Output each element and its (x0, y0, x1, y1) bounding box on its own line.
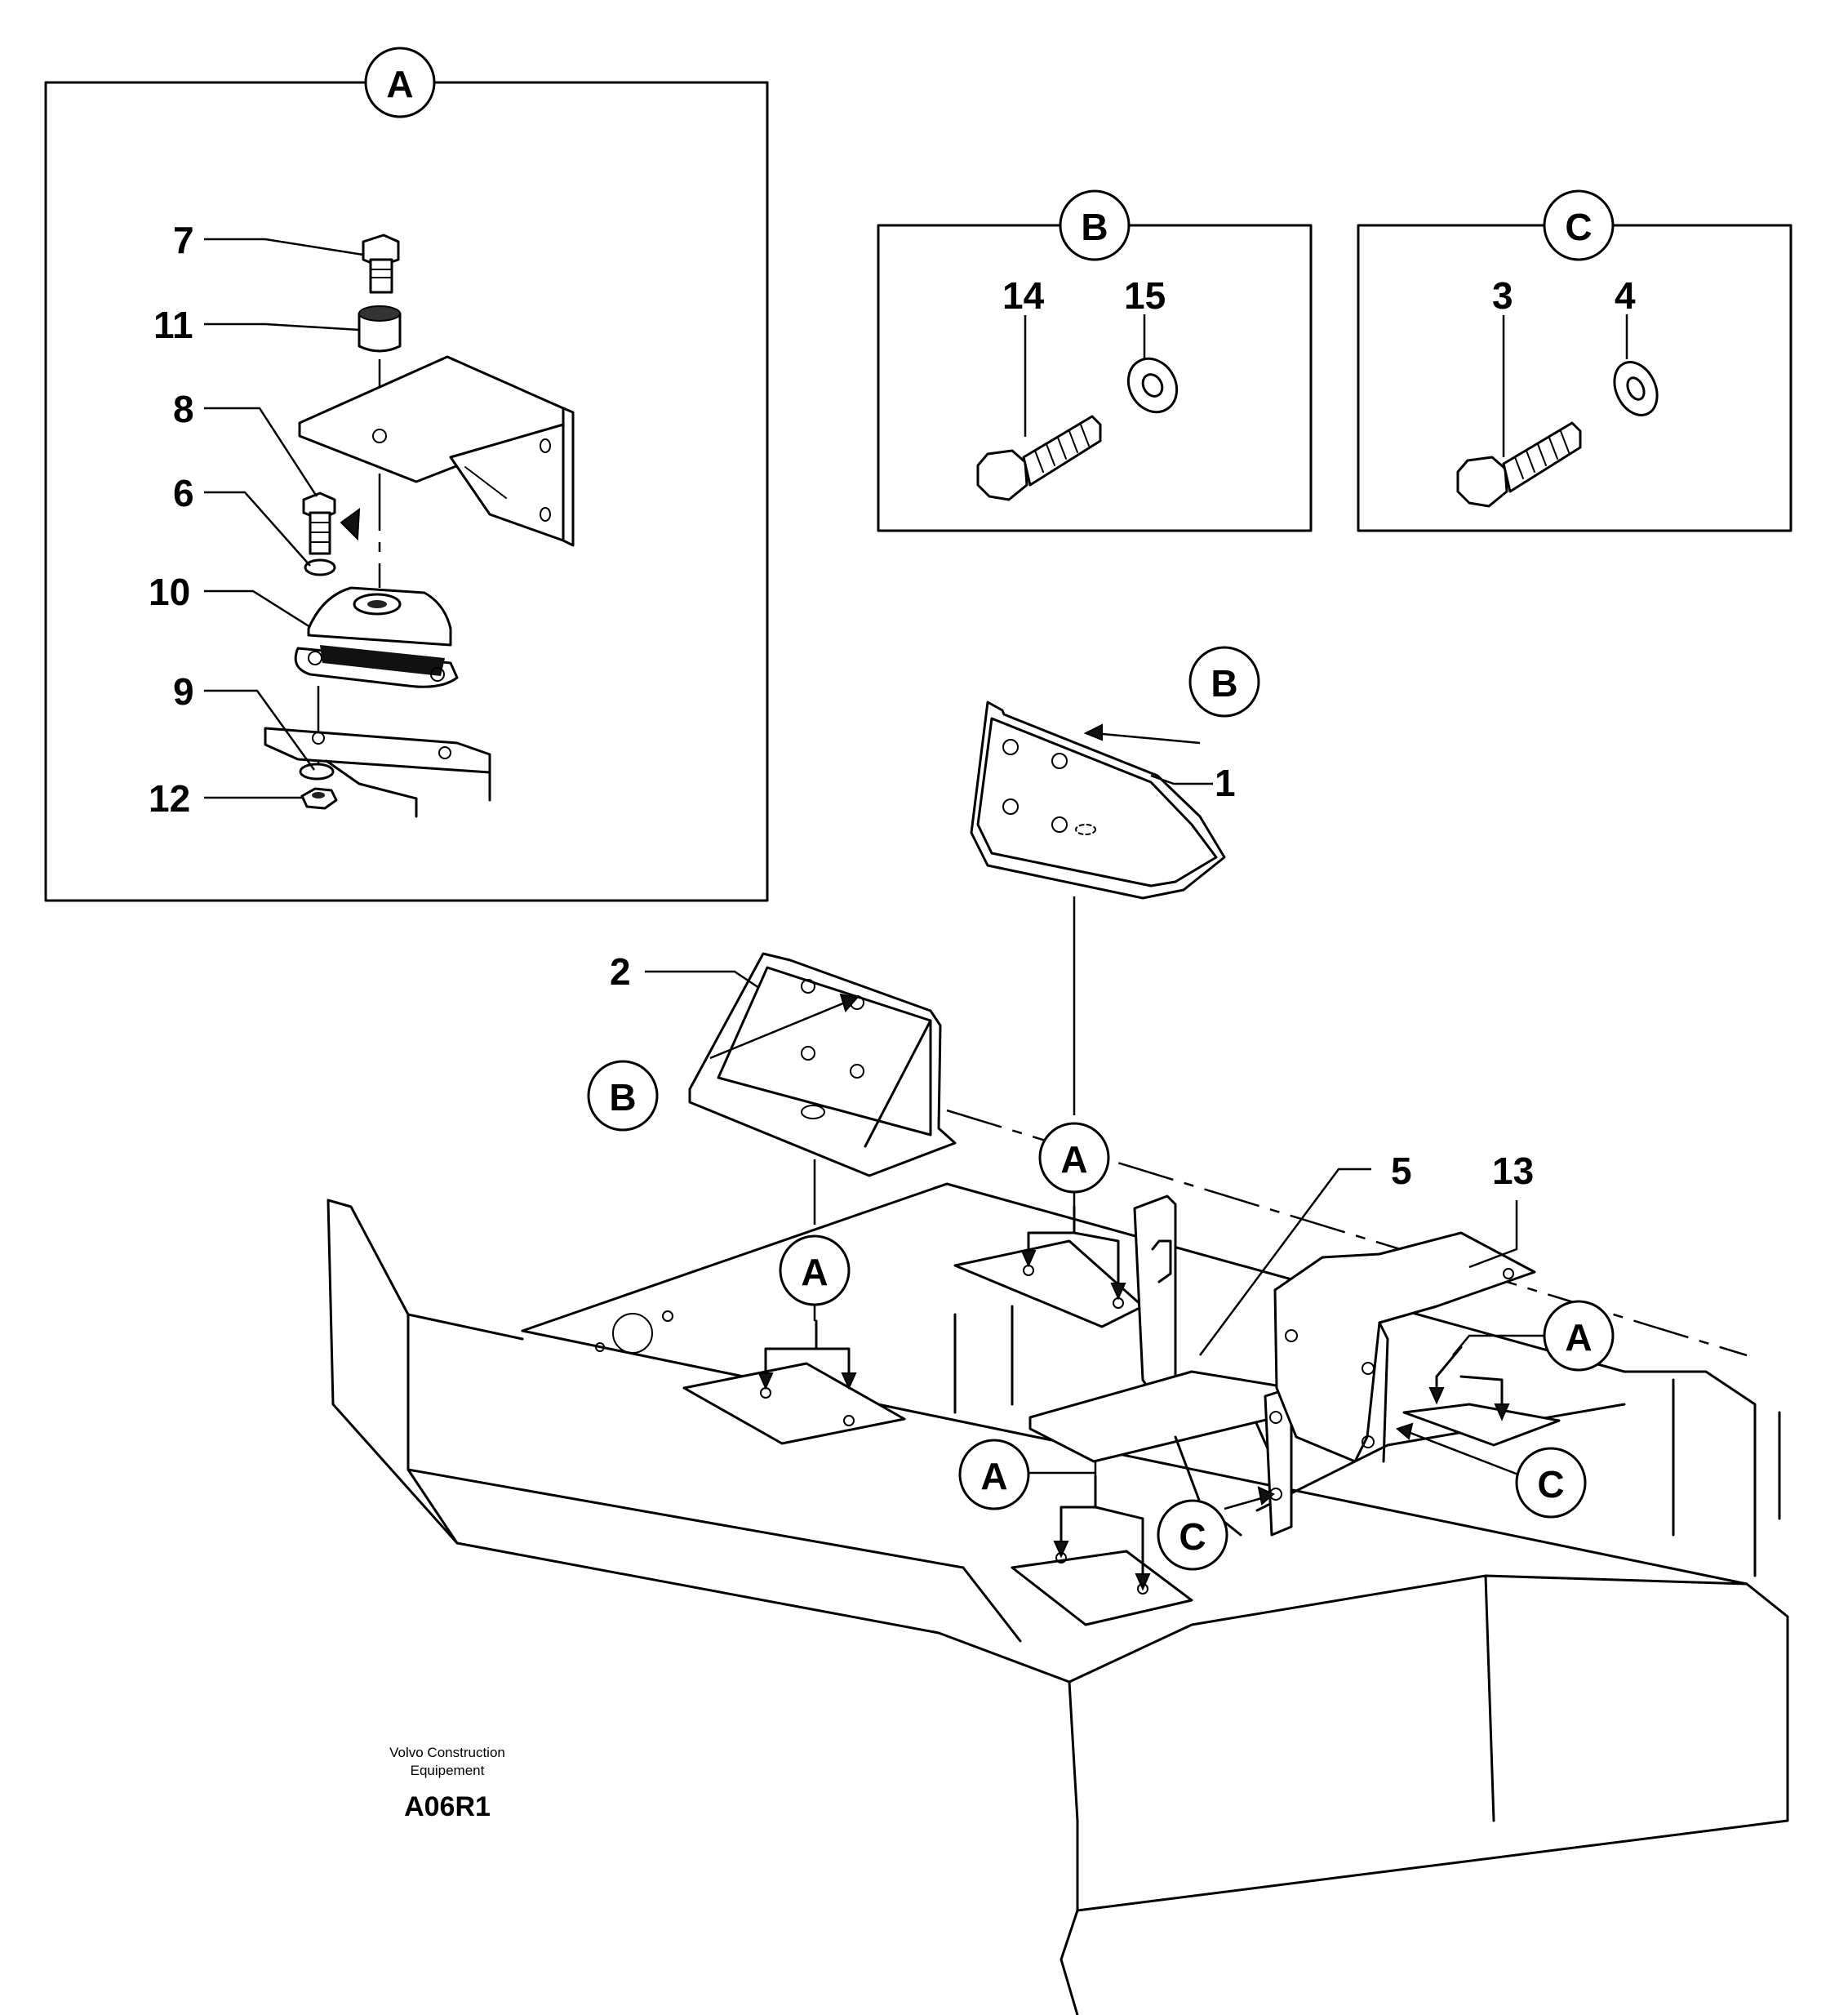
bracket-2-drawing (688, 952, 957, 1177)
mount-pad-drawings (682, 1239, 1561, 1626)
callout-circle-a-left: A (779, 1234, 851, 1306)
part-13-number: 13 (1492, 1150, 1534, 1192)
part-2-number: 2 (610, 950, 631, 993)
part-1-number: 1 (1215, 762, 1236, 804)
bolt-3-drawing (1456, 421, 1582, 508)
nut-12-drawing (300, 787, 338, 810)
callout-circle-c-right: C (1515, 1447, 1587, 1519)
washer-6-drawing (304, 558, 336, 576)
detail-a-panel: A (44, 47, 769, 902)
drawing-footer: Volvo Construction Equipement A06R1 (389, 1745, 505, 1822)
svg-text:A: A (801, 1251, 828, 1293)
washer-4-drawing (1613, 361, 1659, 416)
detail-a-label: A (386, 63, 413, 105)
upper-bracket-drawing (298, 355, 575, 547)
bolt-8-drawing (302, 492, 361, 555)
fastener-arrows (709, 723, 1519, 1595)
svg-text:A: A (980, 1455, 1007, 1497)
callout-circle-a-center: A (1038, 1122, 1110, 1194)
mount-10-drawing (294, 586, 459, 688)
callout-9: 9 (173, 670, 194, 713)
bracket-1-drawing (970, 701, 1226, 900)
callout-14: 14 (1002, 274, 1045, 317)
bushing-11-drawing (358, 305, 402, 353)
callout-11: 11 (153, 304, 193, 346)
company-line-2: Equipement (411, 1763, 485, 1778)
main-assembly: 2 1 5 13 B B A A A A C (327, 646, 1789, 2015)
callout-4: 4 (1615, 274, 1636, 317)
callout-12: 12 (149, 777, 190, 820)
svg-text:B: B (1211, 662, 1237, 705)
detail-b-label: B (1081, 206, 1108, 248)
svg-text:B: B (609, 1076, 636, 1119)
bracket-13-drawing (1273, 1231, 1536, 1463)
base-plate-drawing (264, 727, 491, 818)
drawing-code: A06R1 (404, 1791, 491, 1822)
washer-9-drawing (299, 763, 335, 781)
callout-10: 10 (149, 571, 190, 613)
callout-6: 6 (173, 472, 194, 514)
washer-15-drawing (1126, 357, 1179, 414)
detail-c-label: C (1565, 206, 1592, 248)
bolt-14-drawing (976, 415, 1102, 501)
svg-text:A: A (1060, 1138, 1087, 1181)
callout-circle-a-bottom: A (958, 1439, 1030, 1510)
bracket-5-drawing (1028, 1194, 1293, 1537)
detail-b-panel: B 14 15 (877, 189, 1313, 532)
svg-text:C: C (1537, 1463, 1564, 1506)
svg-text:C: C (1179, 1515, 1206, 1558)
callout-15: 15 (1124, 274, 1166, 317)
callout-circle-b-left: B (587, 1060, 659, 1132)
callout-7: 7 (173, 219, 194, 261)
callout-3: 3 (1492, 274, 1513, 317)
callout-circle-c-center: C (1157, 1499, 1228, 1571)
callout-circle-b-top: B (1188, 646, 1260, 718)
callout-8: 8 (173, 388, 194, 430)
bolt-7-drawing (362, 234, 400, 294)
part-5-number: 5 (1391, 1150, 1412, 1192)
detail-c-panel: C 3 4 (1357, 189, 1792, 532)
svg-text:A: A (1565, 1316, 1592, 1359)
company-line-1: Volvo Construction (389, 1745, 505, 1760)
callout-circle-a-right: A (1543, 1300, 1615, 1372)
